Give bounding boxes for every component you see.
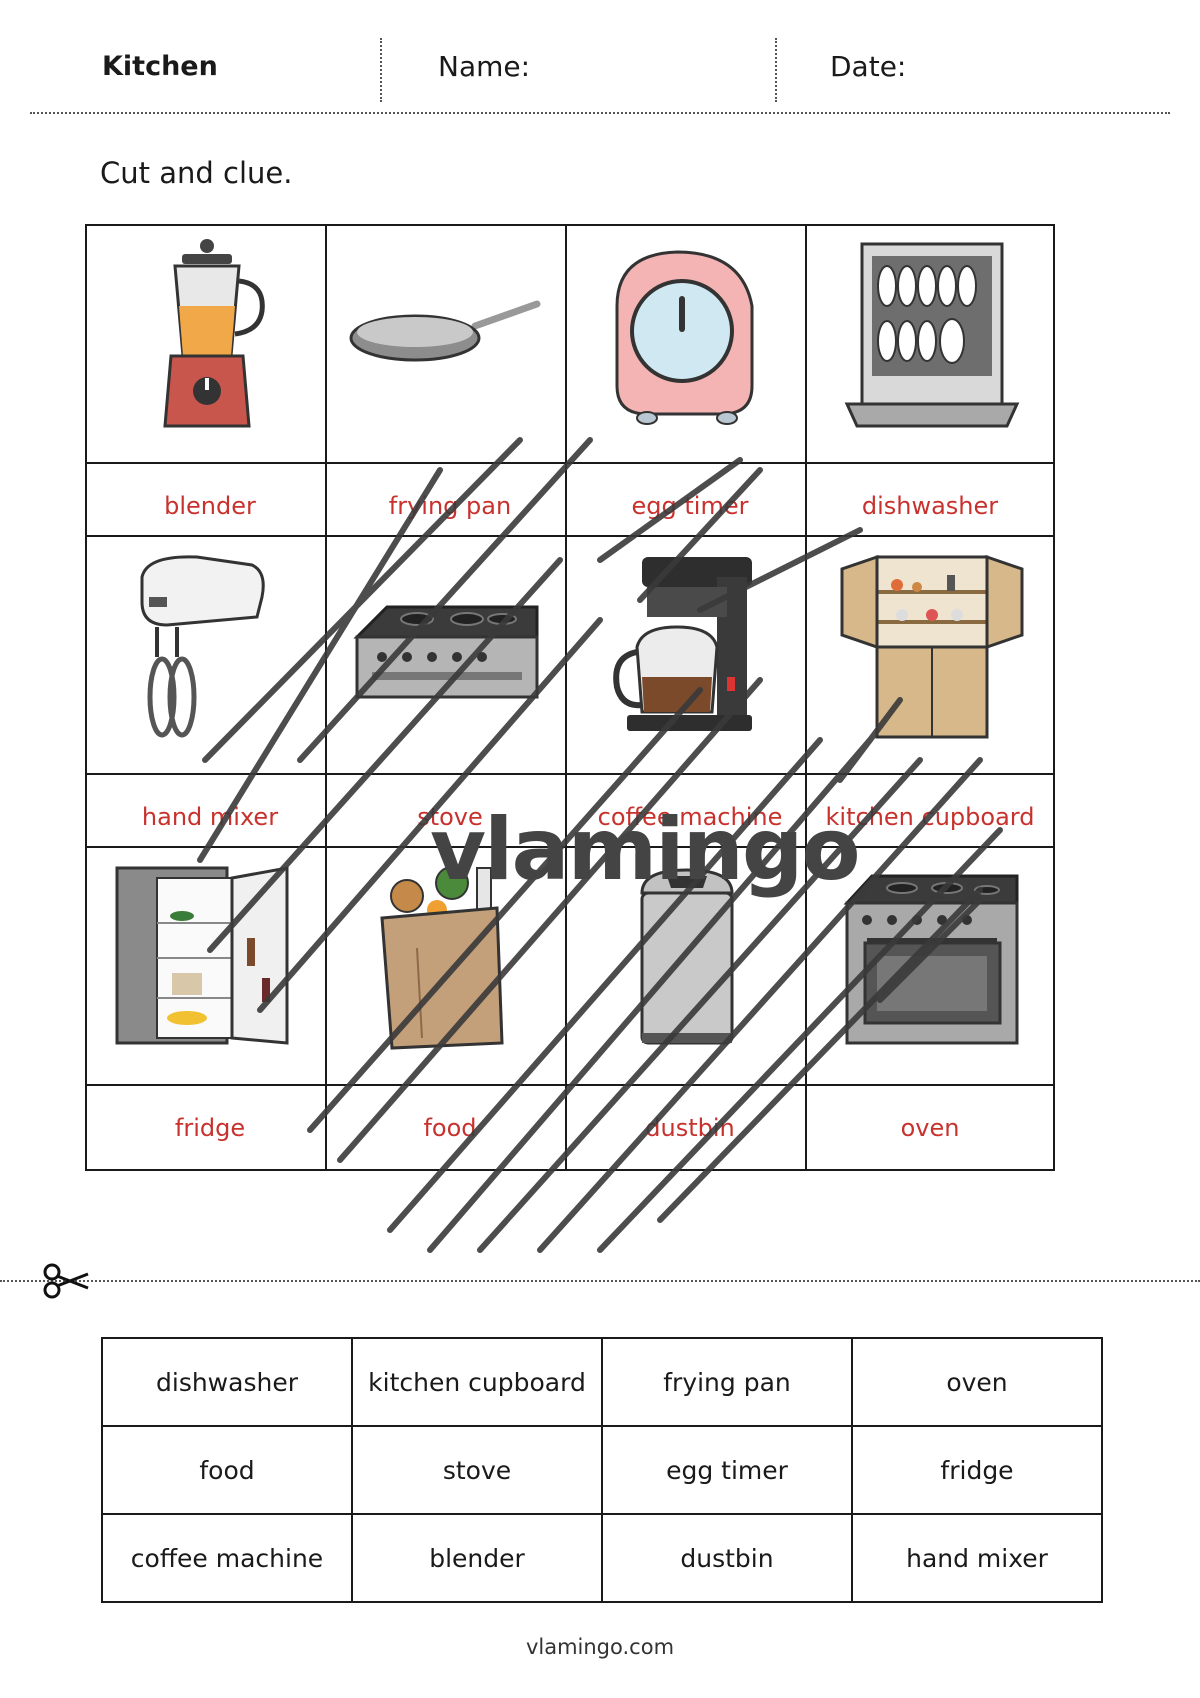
card-label: dustbin bbox=[645, 1113, 735, 1142]
card-label: oven bbox=[900, 1113, 960, 1142]
word-cell: blender bbox=[351, 1513, 603, 1603]
egg-timer-icon bbox=[567, 226, 813, 464]
word-cell: egg timer bbox=[601, 1425, 853, 1515]
picture-card-grid: blender frying pan egg timer bbox=[85, 224, 1125, 1224]
picture-card: blender bbox=[85, 224, 335, 549]
vlamingo-logo: vlamingo bbox=[430, 800, 861, 900]
table-row: food stove egg timer fridge bbox=[101, 1425, 1103, 1515]
table-row: coffee machine blender dustbin hand mixe… bbox=[101, 1513, 1103, 1603]
name-field-label: Name: bbox=[438, 49, 531, 83]
hand-mixer-icon bbox=[87, 537, 333, 775]
word-cell: food bbox=[101, 1425, 353, 1515]
header-divider bbox=[380, 38, 382, 102]
dishwasher-icon bbox=[807, 226, 1053, 464]
word-cell: frying pan bbox=[601, 1337, 853, 1427]
card-label: food bbox=[423, 1113, 477, 1142]
word-cell: fridge bbox=[851, 1425, 1103, 1515]
date-field-label: Date: bbox=[830, 49, 907, 83]
word-cell: oven bbox=[851, 1337, 1103, 1427]
picture-card: dishwasher bbox=[805, 224, 1055, 549]
word-cutout-table: dishwasher kitchen cupboard frying pan o… bbox=[101, 1337, 1103, 1603]
blender-icon bbox=[87, 226, 333, 464]
word-cell: stove bbox=[351, 1425, 603, 1515]
word-cell: dishwasher bbox=[101, 1337, 353, 1427]
word-cell: coffee machine bbox=[101, 1513, 353, 1603]
coffee-machine-icon bbox=[567, 537, 813, 775]
scissors-icon bbox=[43, 1263, 89, 1299]
footer-url: vlamingo.com bbox=[525, 1635, 675, 1659]
kitchen-cupboard-icon bbox=[807, 537, 1053, 775]
picture-card: egg timer bbox=[565, 224, 815, 549]
worksheet-header: Kitchen Name: Date: bbox=[30, 30, 1170, 114]
card-label: dishwasher bbox=[861, 491, 999, 520]
word-cell: kitchen cupboard bbox=[351, 1337, 603, 1427]
word-cell: hand mixer bbox=[851, 1513, 1103, 1603]
frying-pan-icon bbox=[327, 226, 573, 464]
word-cell: dustbin bbox=[601, 1513, 853, 1603]
picture-card: fridge bbox=[85, 846, 335, 1171]
cut-line bbox=[0, 1280, 1200, 1282]
card-label: fridge bbox=[174, 1113, 246, 1142]
picture-card: frying pan bbox=[325, 224, 575, 549]
worksheet-title: Kitchen bbox=[102, 50, 218, 82]
picture-card: hand mixer bbox=[85, 535, 335, 860]
instruction-text: Cut and clue. bbox=[100, 156, 293, 190]
stove-icon bbox=[327, 537, 573, 775]
table-row: dishwasher kitchen cupboard frying pan o… bbox=[101, 1337, 1103, 1427]
header-divider bbox=[775, 38, 777, 102]
fridge-icon bbox=[87, 848, 333, 1086]
